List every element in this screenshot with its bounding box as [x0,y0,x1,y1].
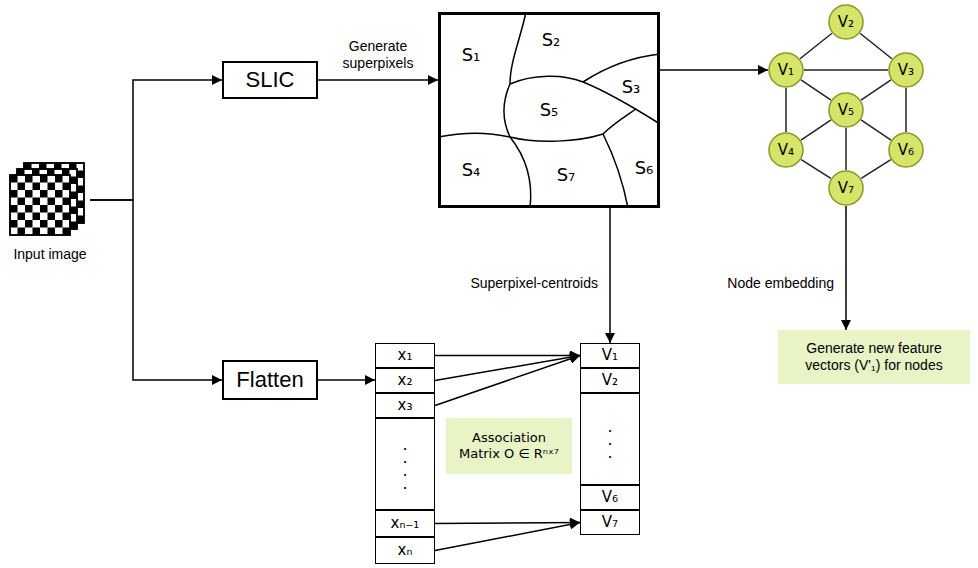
graph-edge [861,160,891,179]
process-box: Flatten [222,360,318,400]
node-label: Flatten [236,367,303,392]
region-label: S₃ [622,77,641,98]
node-label: V₂ [838,13,854,31]
flow-arrow [435,356,580,406]
node-label: V₆ [602,489,618,506]
node-label: . [607,420,612,433]
image-caption: Input image [13,246,86,263]
node-label: . [402,438,407,451]
node-label: V₇ [602,514,618,531]
graph-vertex: V₃ [888,52,924,88]
edge-label: Superpixel-centroids [468,275,600,292]
note-box: Association Matrix O ∈ Rⁿˣ⁷ [446,418,572,474]
node-label: . [402,477,407,490]
vector-cell: V₇ [580,510,640,535]
region-label: S₂ [542,30,561,51]
edge-label: Generate superpixels [326,38,430,72]
node-label: V₄ [778,141,794,159]
flow-arrow [845,206,847,330]
flow-arrow [435,355,580,357]
node-label: . [402,464,407,477]
node-label: SLIC [246,67,295,92]
region-label: S₆ [635,158,654,179]
edge-label: Node embedding [725,275,836,292]
vertex-circle [889,133,923,167]
region-label: S₄ [462,160,481,181]
node-label: V₃ [898,61,914,79]
vertex-circle [769,133,803,167]
node-label: V₇ [838,179,854,197]
input-image: Input image [10,163,90,263]
graph-edge [801,160,831,179]
graph-vertex: V₄ [768,132,804,168]
ellipsis-cell: ... [580,393,640,485]
superpixel-boundaries [438,12,660,208]
vertex-circle [829,5,863,39]
graph-edge [800,33,832,59]
node-label: x₁ [398,347,413,364]
node-label: V₆ [898,141,914,159]
graph-vertex: V₁ [768,52,804,88]
vertex-circle [829,171,863,205]
graph-vertex: V₅ [828,92,864,128]
flow-arrow [318,379,375,381]
vector-cell: V₂ [580,368,640,393]
vector-cell: V₁ [580,343,640,368]
ellipsis-cell: .... [375,418,435,510]
flow-arrow [435,523,580,551]
node-label: V₁ [602,347,618,364]
vector-cell: xₙ [375,537,435,564]
flow-arrow [90,80,222,200]
node-label: . [607,433,612,446]
region-label: S₇ [557,165,576,186]
node-label: V₂ [602,372,618,389]
process-box: SLIC [222,61,318,99]
node-label: Association Matrix O ∈ Rⁿˣ⁷ [452,430,566,463]
vector-cell: x₃ [375,393,435,418]
flow-arrow [660,69,768,71]
graph-edge [801,120,831,140]
flow-arrow [435,523,580,524]
vertex-circle [889,53,923,87]
graph-edge [804,69,888,71]
node-label: V₅ [838,101,854,119]
vector-cell: x₂ [375,368,435,393]
graph-vertex: V₂ [828,4,864,40]
superpixel-map: S₁ S₂ S₃ S₅ S₄ S₇ S₆ [438,12,660,208]
node-label: . [607,446,612,459]
vertex-circle [769,53,803,87]
graph-edge [861,120,891,140]
graph-edge [905,88,907,132]
flow-arrow [435,356,580,381]
vertex-circle [829,93,863,127]
flow-arrow [609,208,611,343]
graph-edge [860,33,892,59]
node-label: . [402,451,407,464]
node-label: V₁ [778,61,794,79]
vector-cell: V₆ [580,485,640,510]
vector-cell: x₁ [375,343,435,368]
graph-edge [785,88,787,132]
node-label: xₙ₋₁ [391,515,420,532]
graph-vertex: V₆ [888,132,924,168]
flow-arrow [318,79,438,81]
node-label: Generate new feature vectors (V'₁) for n… [784,340,964,375]
node-label: x₂ [398,372,413,389]
note-box: Generate new feature vectors (V'₁) for n… [778,330,970,384]
graph-edge [801,80,831,100]
flow-arrow [90,200,222,380]
node-label: x₃ [398,397,413,414]
region-label: S₅ [540,100,559,121]
graph-edge [861,80,891,100]
checkerboard-stack [10,163,84,235]
node-label: xₙ [398,542,413,559]
graph-edge [845,128,847,170]
region-label: S₁ [462,45,481,66]
graph-vertex: V₇ [828,170,864,206]
vector-cell: xₙ₋₁ [375,510,435,537]
